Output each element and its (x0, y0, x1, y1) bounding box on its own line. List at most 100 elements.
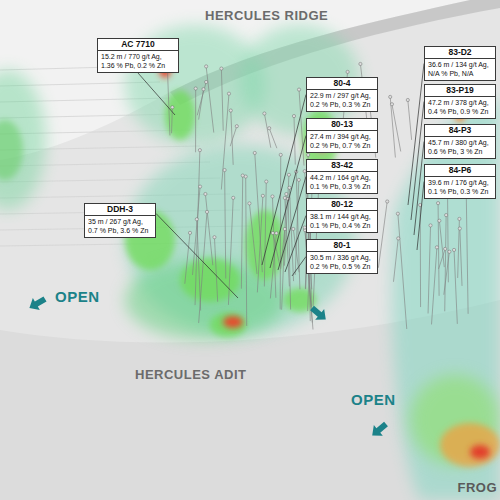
drill-collar (213, 236, 216, 239)
assay-result: 36.6 m / 134 g/t Ag, N/A % Pb, N/A (428, 61, 492, 78)
drill-holes (166, 62, 468, 329)
drill-collar (406, 98, 409, 101)
drill-collar (248, 202, 251, 205)
drill-hole (231, 111, 233, 165)
drill-hole (466, 197, 468, 314)
leader-line (156, 214, 238, 299)
direction-note: OPEN (55, 289, 100, 306)
drill-collar (435, 246, 438, 249)
assay-result: 44.2 m / 164 g/t Ag, 0.1 % Pb, 0.3 % Zn (310, 174, 374, 191)
drill-hole-id: 80-4 (307, 78, 377, 90)
drill-hole (206, 66, 214, 132)
open-arrows (26, 293, 391, 441)
drill-hole (438, 203, 439, 296)
drill-collar (263, 112, 266, 115)
leader-line (270, 136, 306, 269)
drill-hole (241, 176, 242, 289)
drill-collar (396, 212, 399, 215)
drill-collar (307, 153, 310, 156)
assay-result: 47.2 m / 378 g/t Ag, 0.4 % Pb, 0.9 % Zn (428, 99, 492, 116)
assay-callout: 80-130.5 m / 336 g/t Ag, 0.2 % Pb, 0.5 %… (306, 239, 378, 274)
drill-collar (271, 231, 274, 234)
drill-hole (392, 104, 401, 151)
direction-note: OPEN (351, 392, 396, 409)
assay-result: 27.4 m / 394 g/t Ag, 0.2 % Pb, 0.7 % Zn (310, 133, 374, 150)
drill-hole (197, 82, 206, 115)
drill-collar (261, 194, 264, 197)
drill-hole (167, 65, 170, 135)
assay-callout: 83-P1947.2 m / 378 g/t Ag, 0.4 % Pb, 0.9… (424, 84, 496, 119)
drill-hole (454, 250, 457, 324)
drill-collar (188, 231, 191, 234)
drill-collar (241, 174, 244, 177)
drill-hole (299, 90, 304, 166)
drill-collar (386, 200, 389, 203)
drill-collar (229, 109, 232, 112)
drill-hole (249, 203, 257, 274)
drill-collar (389, 95, 392, 98)
leader-line (417, 182, 424, 251)
drill-collar (297, 178, 300, 181)
assay-callout: 80-4 22.9 m / 297 g/t Ag, 0.2 % Pb, 0.3 %… (306, 77, 378, 112)
drill-collar (205, 80, 208, 83)
assay-result: 39.6 m / 176 g/t Ag, 0.1 % Pb, 0.3 % Zn (428, 179, 492, 196)
drill-collar (346, 70, 349, 73)
drill-hole-id: 83-42 (307, 160, 377, 172)
drill-collar (199, 185, 202, 188)
assay-callout: 80-12 38.1 m / 144 g/t Ag, 0.1 % Pb, 0.4 … (306, 198, 378, 233)
drill-collar (359, 62, 362, 65)
drill-collar (244, 175, 247, 178)
drill-collar (285, 192, 288, 195)
drill-hole (398, 214, 407, 329)
leader-line (414, 142, 424, 236)
drill-hole-id: 80-12 (307, 199, 377, 211)
drill-hole (408, 100, 412, 140)
drill-hole (225, 170, 226, 279)
drill-hole (293, 229, 299, 272)
drill-hole (221, 94, 229, 190)
drill-hole (393, 238, 398, 281)
drill-collar (445, 214, 448, 217)
drill-collar (271, 195, 274, 198)
drill-hole (214, 237, 217, 302)
drill-collar (390, 103, 393, 106)
drill-hole (296, 172, 300, 290)
drill-collar (297, 88, 300, 91)
drill-collar (195, 218, 198, 221)
assay-result: 15.2 m / 770 g/t Ag, 1.36 % Pb, 0.2 % Zn (101, 53, 175, 70)
drill-collar (287, 173, 290, 176)
drill-collar (448, 250, 451, 253)
drill-hole (264, 182, 266, 287)
mineral-shells (0, 25, 500, 500)
drill-collar (436, 202, 439, 205)
place-name: HERCULES ADIT (135, 368, 246, 382)
drill-collar (452, 248, 455, 251)
open-arrow (26, 293, 49, 314)
drill-hole-id: 84-P6 (425, 165, 495, 177)
drill-hole (445, 215, 446, 311)
leader-line (285, 216, 306, 273)
place-name: FROG (457, 481, 497, 495)
drill-collar (444, 247, 447, 250)
drill-hole-id: AC 7710 (98, 39, 178, 51)
assay-result: 45.7 m / 380 g/t Ag, 0.6 % Pb, 3 % Zn (428, 139, 492, 156)
drill-collar (171, 106, 174, 109)
open-arrow (368, 419, 391, 441)
assay-result: 22.9 m / 297 g/t Ag, 0.2 % Pb, 0.3 % Zn (310, 92, 374, 109)
leader-line (138, 73, 175, 115)
drill-collar (268, 127, 271, 130)
drill-hole (390, 97, 395, 158)
drill-collar (198, 149, 201, 152)
drill-hole (432, 247, 437, 324)
leader-line (278, 177, 306, 271)
drill-hole (195, 88, 196, 152)
assay-result: 38.1 m / 144 g/t Ag, 0.1 % Pb, 0.4 % Zn (310, 213, 374, 230)
drill-hole (428, 225, 430, 313)
drill-collar (205, 65, 208, 68)
drill-collar (235, 125, 238, 128)
assay-callout: 84-P6 39.6 m / 176 g/t Ag, 0.1 % Pb, 0.3 … (424, 164, 496, 199)
drill-hole (444, 252, 450, 295)
drill-hole (185, 233, 190, 284)
drill-hole (439, 249, 446, 269)
